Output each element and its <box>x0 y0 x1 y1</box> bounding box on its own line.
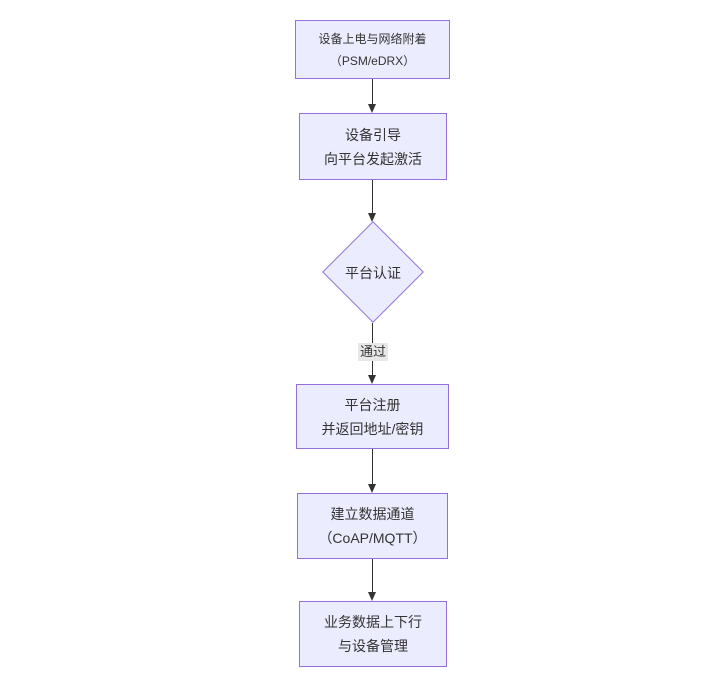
arrowhead-down-icon <box>368 592 376 601</box>
node-text-line: 并返回地址/密钥 <box>321 420 424 437</box>
flowchart-node-auth-label: 平台认证 <box>345 265 401 281</box>
arrowhead-down-icon <box>368 104 376 113</box>
edge-label-pass: 通过 <box>357 343 389 361</box>
node-text-line: （CoAP/MQTT） <box>318 530 427 546</box>
flowchart-node-register: 平台注册 并返回地址/密钥 <box>296 384 449 449</box>
node-text-line: （PSM/eDRX） <box>329 53 416 68</box>
node-text-line: 与设备管理 <box>338 638 408 654</box>
flowchart-node-power-attach: 设备上电与网络附着 （PSM/eDRX） <box>295 20 450 79</box>
node-text-line: 业务数据上下行 <box>324 614 422 630</box>
node-text-line: 向平台发起激活 <box>324 150 422 167</box>
edge-line <box>372 79 373 105</box>
arrowhead-down-icon <box>368 484 376 493</box>
node-text-line: 设备上电与网络附着 <box>318 31 427 46</box>
node-text-line: 建立数据通道 <box>330 506 415 522</box>
node-text-line: 设备引导 <box>345 126 401 143</box>
arrowhead-down-icon <box>368 213 376 222</box>
node-text-line: 平台注册 <box>344 396 401 413</box>
edge-line <box>372 559 373 593</box>
flowchart-node-bootstrap: 设备引导 向平台发起激活 <box>299 113 447 180</box>
edge-line <box>372 180 373 214</box>
flowchart-node-business: 业务数据上下行 与设备管理 <box>299 601 447 667</box>
edge-line <box>372 449 373 485</box>
flowchart-node-data-channel: 建立数据通道 （CoAP/MQTT） <box>297 493 448 559</box>
arrowhead-down-icon <box>368 375 376 384</box>
